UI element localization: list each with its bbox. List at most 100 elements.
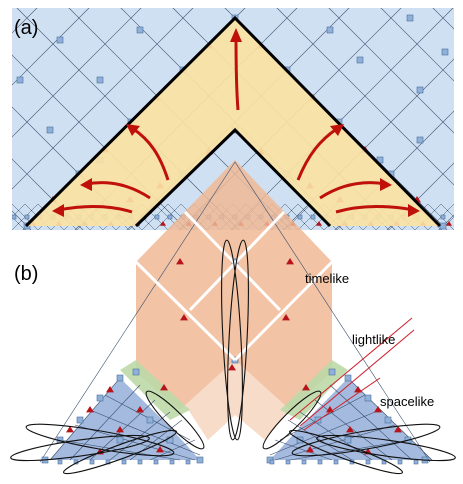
arrow-left-upper <box>131 126 170 181</box>
lattice-node <box>413 459 419 465</box>
lattice-marker <box>286 258 294 265</box>
region-boundaries <box>289 317 415 431</box>
panel-b-label: (b) <box>14 263 38 285</box>
lattice-line <box>269 409 381 456</box>
loop-central-b <box>227 239 249 441</box>
lattice-node <box>76 416 84 424</box>
lattice-marker <box>66 426 74 433</box>
lightlike-boundary-2 <box>299 329 415 427</box>
lattice-line <box>69 384 141 461</box>
arrowhead-left-mid <box>80 178 92 191</box>
panel-b: timelike lightlike spacelike (b) <box>10 160 456 475</box>
lattice-line <box>438 214 454 230</box>
lattice-marker <box>302 384 310 391</box>
lattice-marker <box>316 221 322 226</box>
lightlike-label: lightlike <box>352 332 395 347</box>
loop-central-a <box>221 239 243 441</box>
lattice-node <box>301 459 307 465</box>
lattice-line <box>12 203 26 218</box>
lattice-node <box>364 394 372 402</box>
lattice-line <box>274 439 333 461</box>
light-cone-outer-edge <box>24 15 442 228</box>
timelike-region-fade <box>185 360 290 440</box>
lattice-marker <box>354 386 362 393</box>
loop-left-1 <box>10 434 150 462</box>
loop-left-4 <box>145 390 205 450</box>
arrowhead-right-mid <box>380 178 392 191</box>
lattice-node <box>96 394 104 402</box>
lattice-line <box>59 439 181 461</box>
lattice-node <box>416 136 424 144</box>
lattice-line <box>274 424 396 461</box>
lattice-node <box>439 222 447 230</box>
lattice-node <box>441 48 449 56</box>
lattice-line <box>453 229 454 230</box>
panel-a-label: (a) <box>14 17 38 39</box>
arrowhead-right-low <box>408 204 420 217</box>
lattice-node <box>397 459 403 465</box>
loops <box>10 239 456 475</box>
lattice-node <box>24 214 30 220</box>
lattice-node <box>297 214 303 220</box>
separator-upper-left <box>183 210 282 312</box>
lattice-marker <box>176 258 184 265</box>
lattice-node <box>310 214 316 220</box>
lattice-node <box>137 459 143 465</box>
arrow-right-upper <box>296 126 339 181</box>
lattice-line <box>12 204 13 205</box>
lattice-node <box>57 459 63 465</box>
lattice-node <box>46 126 54 134</box>
lattice-line <box>329 384 413 461</box>
arrowhead-up <box>230 28 242 42</box>
lattice-node <box>116 374 124 382</box>
lattice-line <box>12 216 26 230</box>
lattice-node <box>326 26 334 34</box>
lattice-line <box>455 0 463 318</box>
loop-right-2 <box>291 423 441 457</box>
lattice-node <box>136 26 144 34</box>
lattice-marker <box>160 384 168 391</box>
lattice-node <box>56 36 64 44</box>
lattice-line <box>74 424 196 461</box>
lattice-marker <box>394 426 402 433</box>
lattice-node <box>89 459 95 465</box>
lattice-node <box>154 214 160 220</box>
lattice-line <box>282 58 454 230</box>
panel-a: (a) <box>12 0 463 318</box>
triangle-edge <box>39 161 431 463</box>
separator-left <box>134 260 237 362</box>
lattice-node <box>169 459 175 465</box>
loop-right-4 <box>262 390 322 450</box>
lattice-line <box>89 409 201 456</box>
lattice-line <box>453 204 454 205</box>
lattice-node <box>356 56 364 64</box>
timelike-region <box>136 160 332 410</box>
arrow-right-mid <box>319 181 387 200</box>
lattice-marker <box>228 364 236 371</box>
lattice-line <box>12 54 188 230</box>
lattice-node <box>285 459 291 465</box>
lattice-node <box>153 459 159 465</box>
lattice-line <box>276 8 454 186</box>
spacelike-boundary <box>303 377 381 431</box>
loop-right-1 <box>316 434 456 462</box>
lattice-line <box>455 0 463 318</box>
loop-right-3 <box>289 429 403 475</box>
lattice-node <box>96 76 104 84</box>
lattice-marker <box>116 426 124 433</box>
lattice-line <box>12 210 32 230</box>
arrowhead-right-upper <box>330 124 344 136</box>
lattice-node <box>406 14 414 22</box>
lattice-node <box>185 459 191 465</box>
lattice-marker <box>180 314 188 321</box>
arrow-right-low <box>335 204 415 214</box>
lattice-node <box>146 416 154 424</box>
lattice-line <box>328 8 454 134</box>
lattice-node <box>440 214 446 220</box>
separator-right <box>233 260 334 362</box>
arrowhead-left-low <box>52 204 64 217</box>
spacelike-region-right <box>270 378 432 460</box>
lattice-node <box>196 456 204 464</box>
lattice-node <box>333 459 339 465</box>
